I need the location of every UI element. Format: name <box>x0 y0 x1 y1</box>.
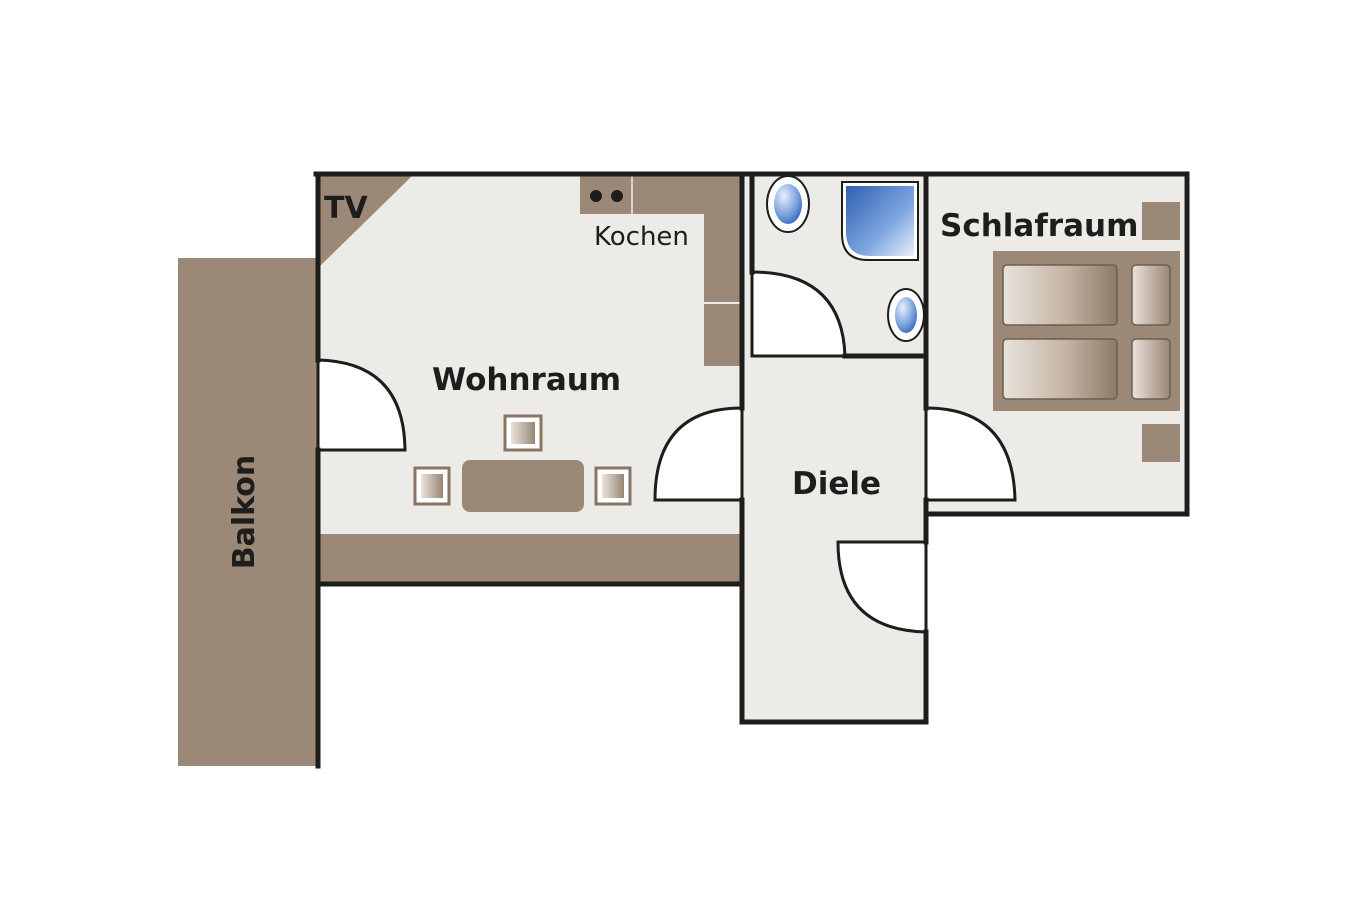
chair-icon <box>503 414 543 452</box>
living-room-label: Wohnraum <box>432 362 621 398</box>
kitchen-cabinet <box>704 304 742 366</box>
door-balcony <box>316 358 407 452</box>
balcony-label: Balkon <box>227 455 262 570</box>
toilet-icon <box>766 175 810 233</box>
doors <box>316 270 1017 634</box>
sink-icon <box>887 288 925 342</box>
shower-icon <box>841 181 919 261</box>
table-icon <box>462 460 584 512</box>
chair-icon <box>594 466 632 506</box>
tv-label: TV <box>324 191 368 226</box>
nightstand <box>1142 202 1180 240</box>
nightstand <box>1142 424 1180 462</box>
hall-floor <box>742 356 926 720</box>
hall-label: Diele <box>792 466 881 502</box>
walls <box>313 171 1190 769</box>
floors <box>318 176 1184 720</box>
living-room-floor <box>318 176 742 582</box>
kitchen-label: Kochen <box>594 222 689 252</box>
bed-icon <box>993 251 1180 411</box>
door-bedroom <box>924 406 1017 502</box>
chair-icon <box>413 466 451 506</box>
tv-cabinet <box>318 176 412 268</box>
living-room-sideboard <box>318 534 742 582</box>
balcony <box>178 258 318 766</box>
stove-icon <box>590 190 623 202</box>
kitchen-counter-side <box>704 176 742 302</box>
bedroom-label: Schlafraum <box>940 208 1138 244</box>
door-living <box>653 406 744 502</box>
